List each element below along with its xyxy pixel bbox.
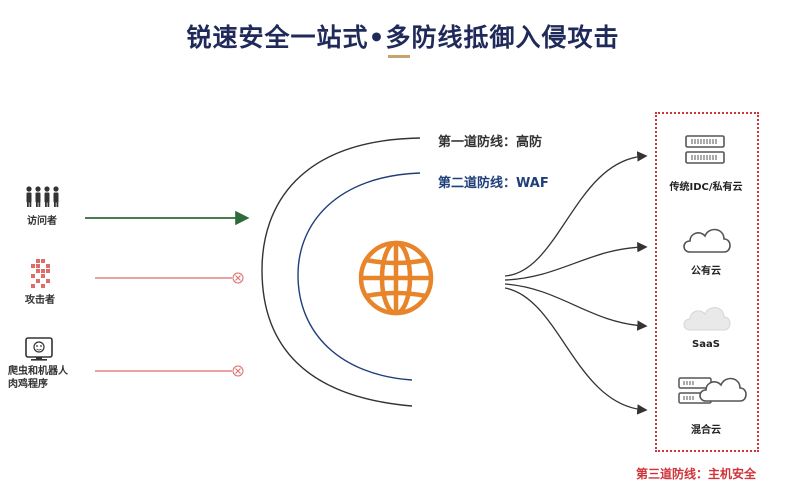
- second-defense-label: 第二道防线：WAF: [438, 176, 549, 191]
- attacker-icon: [31, 259, 50, 288]
- attacker-label: 攻击者: [25, 295, 55, 306]
- saas-label: SaaS: [692, 339, 720, 350]
- visitor-group-icon: [26, 186, 59, 207]
- route-to-idc: [504, 151, 648, 277]
- visitor-label: 访问者: [27, 216, 57, 227]
- bot-label-line1: 爬虫和机器人: [8, 366, 68, 377]
- attacker-blocked-icon: [232, 272, 244, 284]
- title-underline: [388, 55, 410, 58]
- bot-label-line2: 肉鸡程序: [8, 379, 48, 390]
- first-defense-arc: [261, 137, 421, 407]
- route-to-hybrid: [504, 287, 648, 415]
- idc-label: 传统IDC/私有云: [669, 182, 743, 193]
- hybrid-label: 混合云: [691, 425, 721, 436]
- host-security-box: [655, 112, 759, 452]
- route-to-public-cloud: [504, 241, 648, 281]
- saas-cloud-icon: [683, 307, 731, 331]
- hybrid-cloud-icon: [678, 377, 747, 404]
- public-cloud-icon: [683, 228, 731, 253]
- first-defense-label: 第一道防线：高防: [438, 135, 543, 150]
- bot-monitor-icon: [25, 337, 53, 361]
- globe-icon: [358, 240, 434, 316]
- page-title: 锐速安全一站式•多防线抵御入侵攻击: [186, 23, 620, 52]
- route-to-saas: [504, 283, 648, 331]
- second-defense-arc: [297, 172, 421, 381]
- bot-blocked-icon: [232, 365, 244, 377]
- public-cloud-label: 公有云: [691, 266, 721, 277]
- server-rack-icon: [685, 135, 725, 164]
- third-defense-label: 第三道防线：主机安全: [636, 467, 757, 481]
